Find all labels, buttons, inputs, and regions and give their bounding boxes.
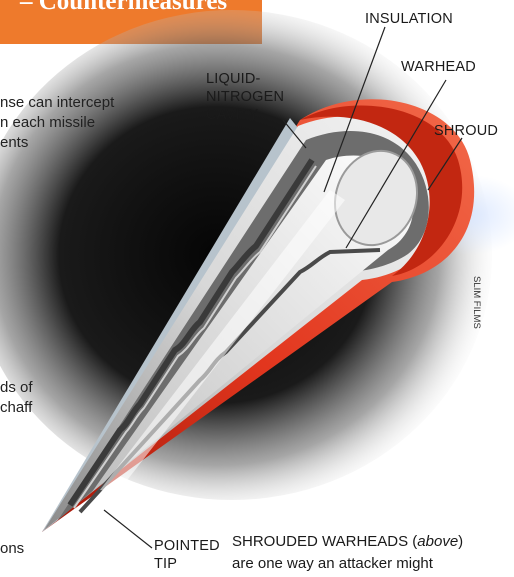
figure-caption: SHROUDED WARHEADS (above) are one way an… — [232, 531, 463, 575]
label-line: POINTED — [154, 537, 220, 555]
body-text-line: n each missile — [0, 113, 95, 133]
label-line: TIP — [154, 555, 220, 573]
label-line: CAVITY — [206, 106, 284, 124]
label-line: LIQUID- — [206, 70, 284, 88]
body-text-line: chaff — [0, 398, 32, 418]
label-pointed-tip: POINTED TIP — [154, 537, 220, 573]
body-text-line: nse can intercept — [0, 93, 114, 113]
body-text-line: ents — [0, 133, 28, 153]
label-liquid-nitrogen-cavity: LIQUID- NITROGEN CAVITY — [206, 70, 284, 124]
body-text-line: ons — [0, 539, 24, 559]
caption-line-2: are one way an attacker might — [232, 553, 463, 575]
label-insulation: INSULATION — [365, 10, 453, 28]
caption-emphasis: above — [417, 533, 458, 550]
leader-pointed-tip — [104, 510, 152, 548]
photo-credit: SLIM FILMS — [471, 276, 482, 329]
label-shroud: SHROUD — [434, 122, 498, 140]
label-warhead: WARHEAD — [401, 58, 476, 76]
body-text-line: ds of — [0, 378, 33, 398]
caption-lead: SHROUDED WARHEADS ( — [232, 533, 417, 550]
label-line: NITROGEN — [206, 88, 284, 106]
caption-line-1: SHROUDED WARHEADS (above) — [232, 531, 463, 553]
caption-tail: ) — [458, 533, 463, 550]
